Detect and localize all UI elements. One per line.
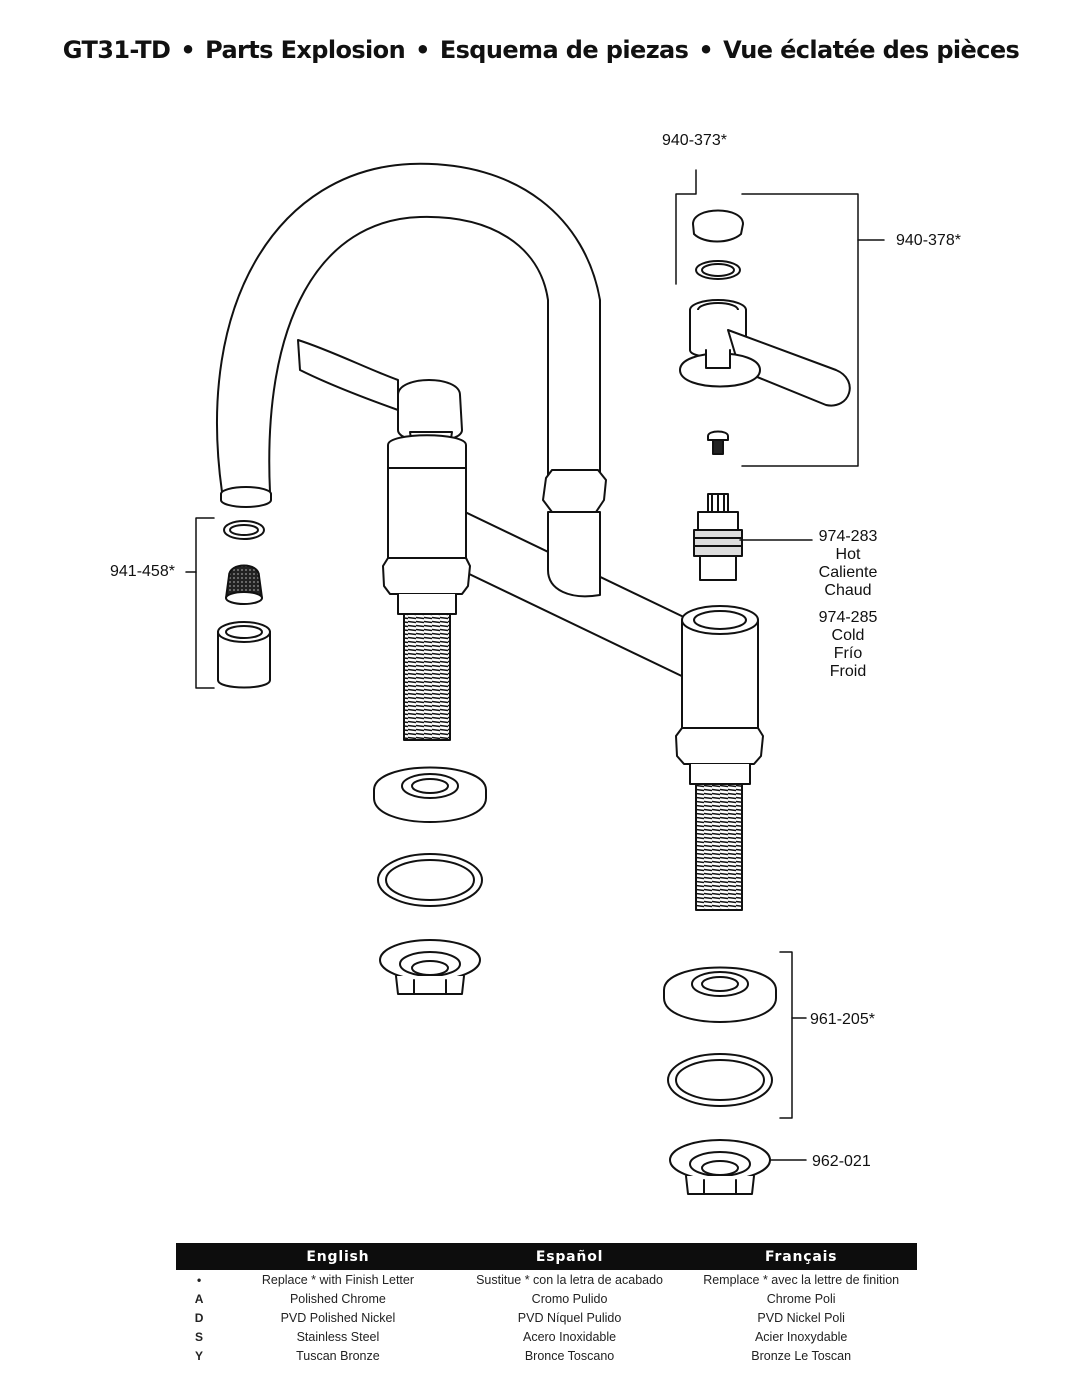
finish-french: Bronze Le Toscan (751, 1348, 852, 1363)
label-froid: Froid (829, 663, 867, 680)
label-chaud: Chaud (824, 582, 872, 599)
finish-table: English Español Français • Replace * wit… (176, 1243, 917, 1365)
table-row: • Replace * with Finish Letter Sustitue … (176, 1270, 917, 1289)
spout (216, 162, 601, 508)
label-caliente: Caliente (818, 564, 878, 581)
label-hot: Hot (835, 546, 861, 563)
spout-collar (542, 469, 607, 598)
finish-spanish: Bronce Toscano (524, 1348, 615, 1363)
left-valve-body (382, 379, 471, 741)
finish-spanish: Acero Inoxidable (522, 1329, 617, 1344)
finish-french: Chrome Poli (766, 1291, 836, 1306)
title-french: Vue éclatée des pièces (723, 36, 1020, 64)
finish-french: Acier Inoxydable (754, 1329, 848, 1344)
finish-code: S (195, 1329, 204, 1344)
label-940-378: 940-378* (896, 232, 961, 249)
title-separator: • (415, 36, 430, 64)
finish-spanish: PVD Níquel Pulido (517, 1310, 622, 1325)
label-961-205: 961-205* (810, 1011, 875, 1028)
parts-explosion-drawing (185, 162, 885, 1195)
label-940-373: 940-373* (662, 132, 727, 149)
label-974-283: 974-283 (818, 528, 878, 545)
label-cold: Cold (831, 627, 865, 644)
header-code (176, 1243, 223, 1270)
title-separator: • (180, 36, 196, 64)
finish-code: Y (195, 1348, 204, 1363)
finish-french: Remplace * avec la lettre de finition (703, 1272, 900, 1287)
title-model: GT31-TD (62, 36, 171, 64)
finish-spanish: Cromo Pulido (531, 1291, 608, 1306)
label-941-458: 941-458* (110, 563, 175, 580)
finish-english: Replace * with Finish Letter (261, 1272, 414, 1287)
label-974-285-group: 974-285 Cold Frío Froid (806, 609, 890, 681)
header-spanish: Español (453, 1243, 686, 1270)
label-962-021: 962-021 (812, 1153, 871, 1170)
handle-assembly (679, 209, 851, 455)
right-mounting-parts (663, 966, 777, 1195)
title-english: Parts Explosion (205, 36, 406, 64)
label-frio: Frío (833, 645, 863, 662)
finish-code: • (196, 1272, 202, 1287)
cartridge (693, 493, 743, 581)
table-row: S Stainless Steel Acero Inoxidable Acier… (176, 1327, 917, 1346)
finish-english: Polished Chrome (289, 1291, 386, 1306)
label-974-285: 974-285 (818, 609, 878, 626)
finish-code: A (194, 1291, 204, 1306)
finish-french: PVD Nickel Poli (757, 1310, 845, 1325)
finish-code: D (194, 1310, 204, 1325)
finish-english: Stainless Steel (296, 1329, 380, 1344)
title-spanish: Esquema de piezas (439, 36, 689, 64)
finish-spanish: Sustitue * con la letra de acabado (476, 1272, 664, 1287)
title-separator: • (698, 36, 714, 64)
leader-lines (185, 169, 885, 1161)
aerator-parts (217, 520, 271, 689)
page-title: GT31-TD • Parts Explosion • Esquema de pieza… (0, 36, 1082, 64)
table-row: D PVD Polished Nickel PVD Níquel Pulido … (176, 1308, 917, 1327)
header-french: Français (685, 1243, 917, 1270)
header-english: English (222, 1243, 454, 1270)
table-row: A Polished Chrome Cromo Pulido Chrome Po… (176, 1289, 917, 1308)
finish-table-header: English Español Français (176, 1243, 917, 1270)
label-974-283-group: 974-283 Hot Caliente Chaud (806, 528, 890, 600)
finish-english: PVD Polished Nickel (280, 1310, 396, 1325)
table-row: Y Tuscan Bronze Bronce Toscano Bronze Le… (176, 1346, 917, 1365)
bridge-pipe (297, 339, 691, 681)
finish-english: Tuscan Bronze (296, 1348, 380, 1363)
right-valve-body (675, 605, 764, 911)
left-mounting-parts (373, 766, 487, 995)
